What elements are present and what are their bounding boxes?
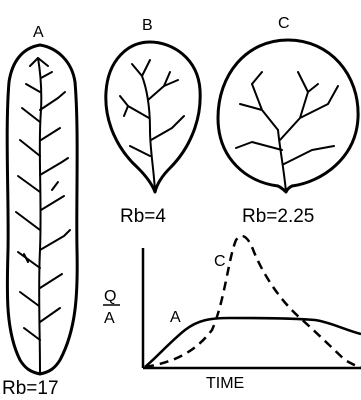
x-axis-label: TIME xyxy=(206,375,244,392)
basin-c-rb: Rb=2.25 xyxy=(242,206,314,227)
basin-b: B Rb=4 xyxy=(106,17,200,227)
basin-c-outline xyxy=(218,40,358,192)
basin-c: C Rb=2.25 xyxy=(218,15,358,227)
basin-c-label: C xyxy=(278,15,290,32)
basin-a-rb: Rb=17 xyxy=(2,378,59,399)
basin-b-rb: Rb=4 xyxy=(120,206,166,227)
curve-c-label: C xyxy=(214,253,226,270)
curve-a-label: A xyxy=(170,309,181,326)
basin-a: A Rb=17 xyxy=(2,24,77,399)
y-axis-label-denominator: A xyxy=(104,310,115,327)
basin-b-label: B xyxy=(142,17,153,34)
y-axis-label-numerator: Q xyxy=(104,288,116,305)
hydrograph-chart: Q A TIME A C xyxy=(103,236,361,392)
basin-a-label: A xyxy=(33,24,44,41)
curve-c-line xyxy=(145,236,361,367)
